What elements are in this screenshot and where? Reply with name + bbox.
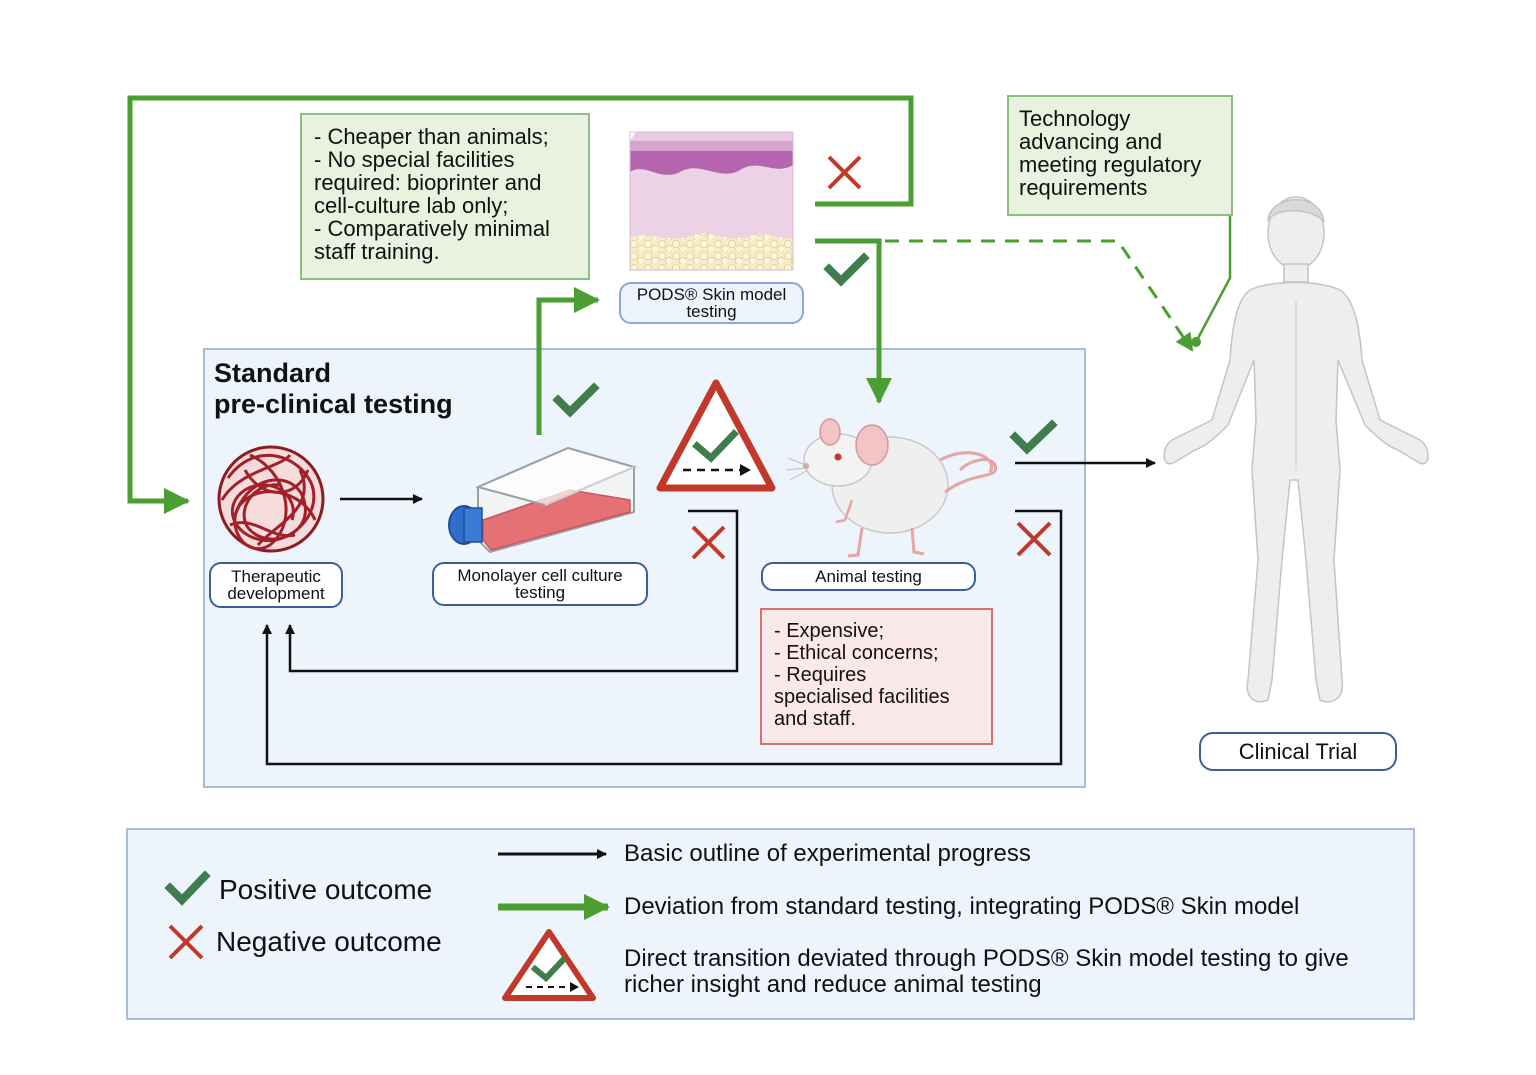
check-icon-monolayer bbox=[552, 382, 600, 418]
legend-black-arrow-label: Basic outline of experimental progress bbox=[624, 840, 1031, 867]
legend-check-icon bbox=[164, 870, 211, 906]
clinical-trial-label: Clinical Trial bbox=[1199, 732, 1397, 771]
legend-green-arrow-label: Deviation from standard testing, integra… bbox=[624, 893, 1300, 920]
technology-connector bbox=[1194, 214, 1232, 343]
animal-testing-label: Animal testing bbox=[761, 562, 976, 591]
legend-negative-label: Negative outcome bbox=[216, 926, 442, 957]
therapeutic-development-label: Therapeutic development bbox=[209, 562, 343, 608]
legend-triangle-icon bbox=[502, 929, 596, 1001]
cross-icon-monolayer bbox=[691, 525, 726, 560]
black-return-from-monolayer bbox=[285, 509, 739, 673]
therapeutic-ball-icon bbox=[217, 445, 325, 553]
black-return-from-animal bbox=[262, 509, 1063, 766]
legend-positive-label: Positive outcome bbox=[219, 874, 433, 905]
pods-skin-model-label: PODS® Skin model testing bbox=[619, 282, 804, 324]
technology-connector-dot bbox=[1191, 337, 1201, 347]
mouse-icon bbox=[785, 418, 998, 558]
legend-cross-icon bbox=[168, 924, 204, 960]
cross-icon-skin bbox=[827, 155, 862, 190]
warning-triangle-icon bbox=[656, 379, 776, 492]
green-monolayer-to-skin-arrow bbox=[536, 287, 600, 435]
check-icon-animal bbox=[1009, 419, 1058, 455]
human-figure-icon bbox=[1163, 196, 1429, 703]
cell-culture-flask-icon bbox=[448, 446, 637, 554]
cross-icon-animal bbox=[1016, 521, 1052, 557]
pods-benefits-note: - Cheaper than animals; - No special fac… bbox=[300, 113, 590, 280]
technology-note: Technology advancing and meeting regulat… bbox=[1007, 95, 1233, 216]
check-icon-skin bbox=[823, 252, 870, 287]
standard-testing-title: Standard pre-clinical testing bbox=[214, 358, 453, 419]
animal-drawbacks-note: - Expensive; - Ethical concerns; - Requi… bbox=[760, 608, 993, 745]
legend-triangle-label: Direct transition deviated through PODS®… bbox=[624, 945, 1349, 998]
legend-box bbox=[126, 828, 1415, 1020]
green-loop-arrow bbox=[127, 95, 914, 514]
monolayer-testing-label: Monolayer cell culture testing bbox=[432, 562, 648, 606]
skin-model-icon bbox=[629, 131, 794, 271]
green-dashed-skin-to-clinical-arrow bbox=[885, 239, 1194, 352]
green-skin-to-animal-arrow bbox=[815, 238, 892, 404]
